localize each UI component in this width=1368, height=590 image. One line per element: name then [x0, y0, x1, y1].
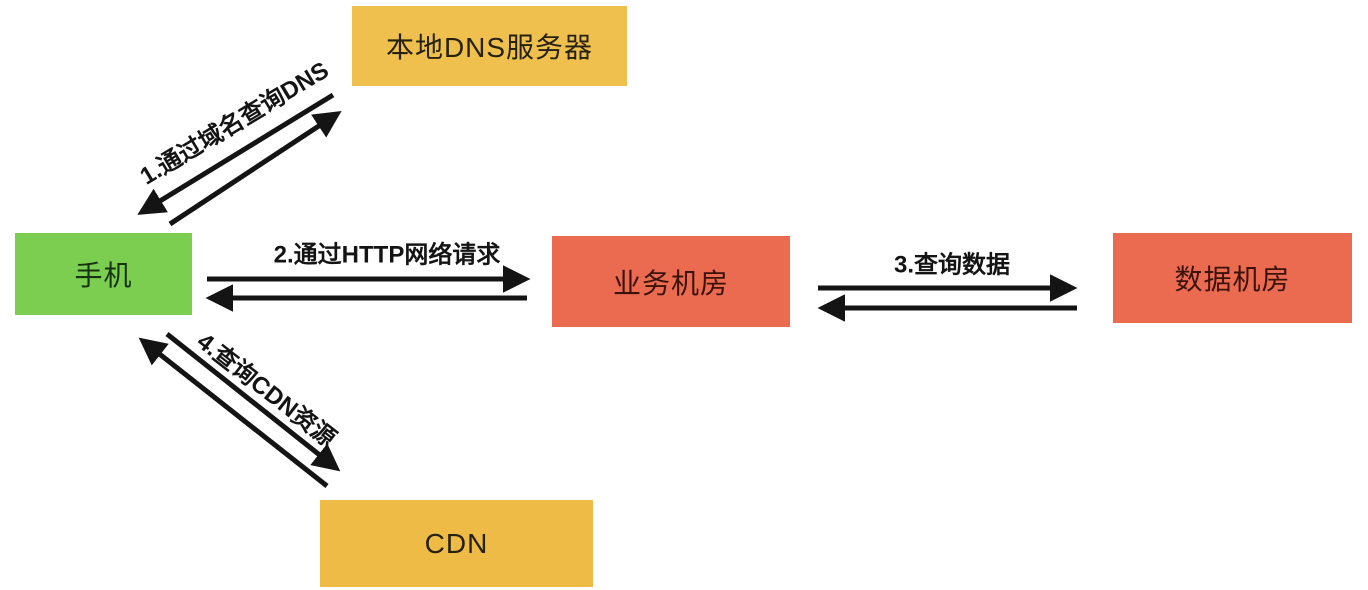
arrow-1-to-dns — [168, 110, 342, 227]
node-cdn: CDN — [320, 500, 593, 587]
node-biz-room: 业务机房 — [552, 236, 790, 327]
edge-2-label: 2.通过HTTP网络请求 — [273, 241, 501, 269]
node-data-room: 数据机房 — [1113, 233, 1352, 323]
node-local-dns-server: 本地DNS服务器 — [352, 6, 627, 86]
node-phone: 手机 — [15, 233, 192, 315]
arrow-4-to-phone — [138, 337, 329, 488]
arrow-4-to-cdn — [165, 332, 341, 472]
arrow-1-to-phone — [137, 92, 335, 215]
edge-3-label: 3.查询数据 — [893, 251, 1011, 279]
